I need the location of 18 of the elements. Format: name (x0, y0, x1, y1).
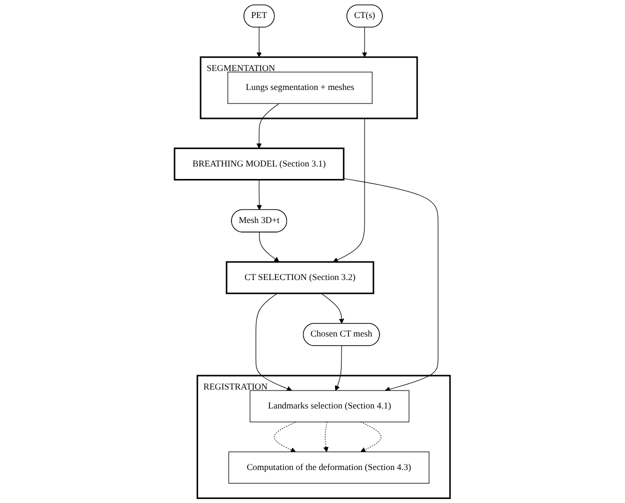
arrow (256, 26, 262, 58)
arrow (324, 422, 329, 452)
arrow (256, 179, 262, 210)
arrow (333, 118, 366, 262)
arrow (335, 346, 342, 391)
arrow (256, 293, 292, 392)
node-box: Computation of the deformation (Section 4.3) (228, 452, 430, 484)
arrow (256, 103, 280, 149)
node-box: Landmarks selection (Section 4.1) (250, 390, 410, 422)
arrow (362, 26, 368, 58)
node-box: Lungs segmentation + meshes (228, 72, 373, 104)
arrow (321, 293, 344, 324)
arrow (344, 178, 439, 392)
arrow (360, 422, 382, 452)
arrow (274, 422, 296, 452)
arrow (259, 232, 280, 262)
node-box: BREATHING MODEL (Section 3.1) (174, 148, 345, 180)
node-box: CT SELECTION (Section 3.2) (226, 261, 374, 294)
